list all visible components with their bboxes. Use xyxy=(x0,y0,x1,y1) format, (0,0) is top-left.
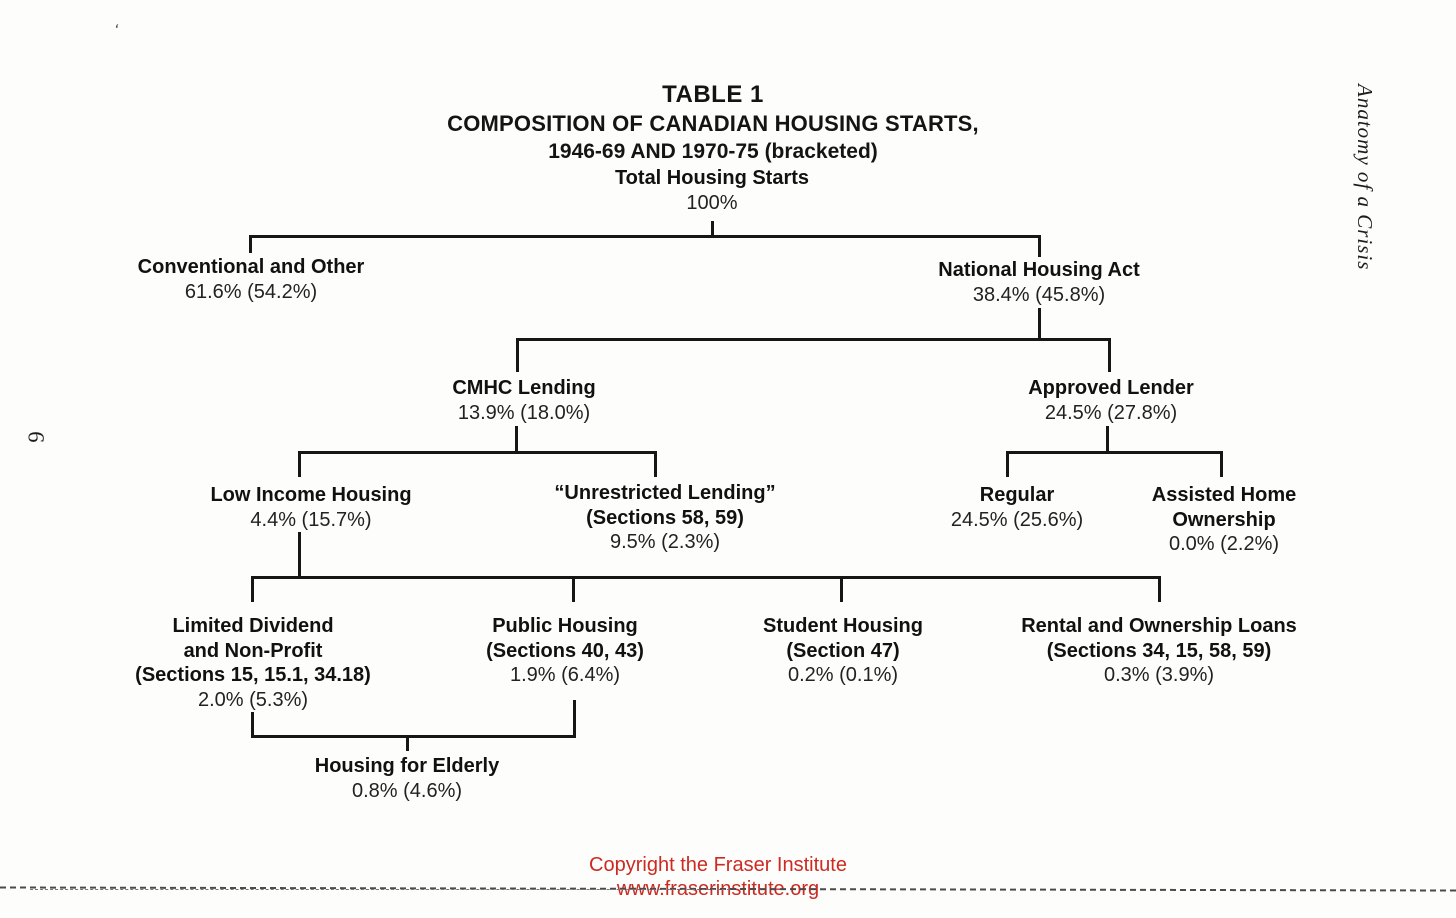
connector-public-stub xyxy=(572,576,575,602)
table-title: COMPOSITION OF CANADIAN HOUSING STARTS, xyxy=(447,111,979,136)
node-value: 4.4% (15.7%) xyxy=(250,508,372,531)
connector-level1-bar xyxy=(250,235,1040,238)
connector-low-income-stub xyxy=(298,451,301,477)
running-head-book-title: Anatomy of a Crisis xyxy=(1353,84,1377,271)
connector-cmhc-down xyxy=(515,426,518,453)
node-label: Assisted Home Ownership xyxy=(1151,484,1297,531)
node-value: 1.9% (6.4%) xyxy=(509,664,621,686)
page-number: 6 xyxy=(23,430,50,444)
node-cmhc-lending: CMHC Lending 13.9% (18.0%) xyxy=(452,376,595,426)
connector-level3a-bar xyxy=(299,451,656,454)
node-label: “Unrestricted Lending” (Sections 58, 59) xyxy=(554,482,776,529)
node-label: Limited Dividend and Non-Profit (Section… xyxy=(135,615,371,686)
node-approved-lender: Approved Lender 24.5% (27.8%) xyxy=(1028,376,1194,426)
node-value: 38.4% (45.8%) xyxy=(972,283,1106,306)
node-label: Total Housing Starts xyxy=(614,167,810,189)
node-label: Rental and Ownership Loans (Sections 34,… xyxy=(1021,615,1297,662)
connector-limited-stub xyxy=(251,576,254,602)
node-value: 0.0% (2.2%) xyxy=(1168,533,1280,555)
connector-conventional-stub xyxy=(249,235,252,253)
node-conventional-and-other: Conventional and Other 61.6% (54.2%) xyxy=(138,255,365,305)
node-label: National Housing Act xyxy=(938,259,1140,281)
connector-low-income-down xyxy=(298,532,301,578)
node-label: Regular xyxy=(979,484,1055,506)
connector-nha-stub xyxy=(1038,235,1041,257)
connector-approved-down xyxy=(1106,426,1109,453)
node-value: 24.5% (27.8%) xyxy=(1044,401,1178,424)
connector-unrestricted-stub xyxy=(654,451,657,477)
connector-level3b-bar xyxy=(1007,451,1222,454)
node-value: 0.3% (3.9%) xyxy=(1103,664,1215,686)
node-label: Conventional and Other xyxy=(137,256,365,278)
node-value: 13.9% (18.0%) xyxy=(457,401,591,424)
bottom-scan-rule-fragment xyxy=(30,889,730,890)
node-low-income-housing: Low Income Housing 4.4% (15.7%) xyxy=(210,483,411,533)
node-value: 0.2% (0.1%) xyxy=(787,664,899,686)
node-public-housing: Public Housing (Sections 40, 43) 1.9% (6… xyxy=(486,614,644,688)
copyright-line: Copyright the Fraser Institute xyxy=(589,854,847,876)
node-value: 24.5% (25.6%) xyxy=(950,508,1084,531)
connector-root-stub xyxy=(711,221,714,237)
node-limited-dividend-nonprofit: Limited Dividend and Non-Profit (Section… xyxy=(135,614,371,713)
node-label: Student Housing (Section 47) xyxy=(763,615,923,662)
connector-level4-bar xyxy=(252,576,1160,579)
connector-student-stub xyxy=(840,576,843,602)
connector-nha-down xyxy=(1038,308,1041,340)
node-value: 2.0% (5.3%) xyxy=(197,688,309,711)
connector-elderly-right xyxy=(573,700,576,738)
connector-assisted-stub xyxy=(1220,451,1223,477)
copyright-footer: Copyright the Fraser Institute www.frase… xyxy=(589,853,847,901)
node-value: 100% xyxy=(686,191,738,214)
node-value: 61.6% (54.2%) xyxy=(184,280,318,303)
connector-level2-bar xyxy=(517,338,1111,341)
connector-approved-stub xyxy=(1108,338,1111,372)
node-value: 9.5% (2.3%) xyxy=(609,531,721,553)
scan-artifact-mark: ‘ xyxy=(112,21,120,40)
node-student-housing: Student Housing (Section 47) 0.2% (0.1%) xyxy=(763,614,923,688)
node-assisted-home-ownership: Assisted Home Ownership 0.0% (2.2%) xyxy=(1152,483,1297,557)
table-number: TABLE 1 xyxy=(662,81,764,108)
node-housing-for-elderly: Housing for Elderly 0.8% (4.6%) xyxy=(315,754,499,804)
node-label: Housing for Elderly xyxy=(314,755,500,777)
node-label: Low Income Housing xyxy=(210,484,412,506)
node-rental-ownership-loans: Rental and Ownership Loans (Sections 34,… xyxy=(1021,614,1297,688)
node-value: 0.8% (4.6%) xyxy=(351,779,463,802)
connector-elderly-left xyxy=(251,712,254,738)
connector-rental-stub xyxy=(1158,576,1161,602)
node-unrestricted-lending: “Unrestricted Lending” (Sections 58, 59)… xyxy=(554,481,775,555)
node-label: CMHC Lending xyxy=(452,377,596,399)
table-subtitle: 1946-69 AND 1970-75 (bracketed) xyxy=(548,140,878,163)
node-label: Public Housing (Sections 40, 43) xyxy=(486,615,644,662)
node-regular: Regular 24.5% (25.6%) xyxy=(951,483,1083,533)
node-total-housing-starts: Total Housing Starts 100% xyxy=(615,166,809,216)
connector-elderly-down xyxy=(406,735,409,751)
node-national-housing-act: National Housing Act 38.4% (45.8%) xyxy=(938,258,1139,308)
table-title-block: TABLE 1 COMPOSITION OF CANADIAN HOUSING … xyxy=(447,80,979,166)
connector-regular-stub xyxy=(1006,451,1009,477)
connector-cmhc-stub xyxy=(516,338,519,372)
connector-elderly-bar xyxy=(251,735,576,738)
node-label: Approved Lender xyxy=(1028,377,1194,399)
